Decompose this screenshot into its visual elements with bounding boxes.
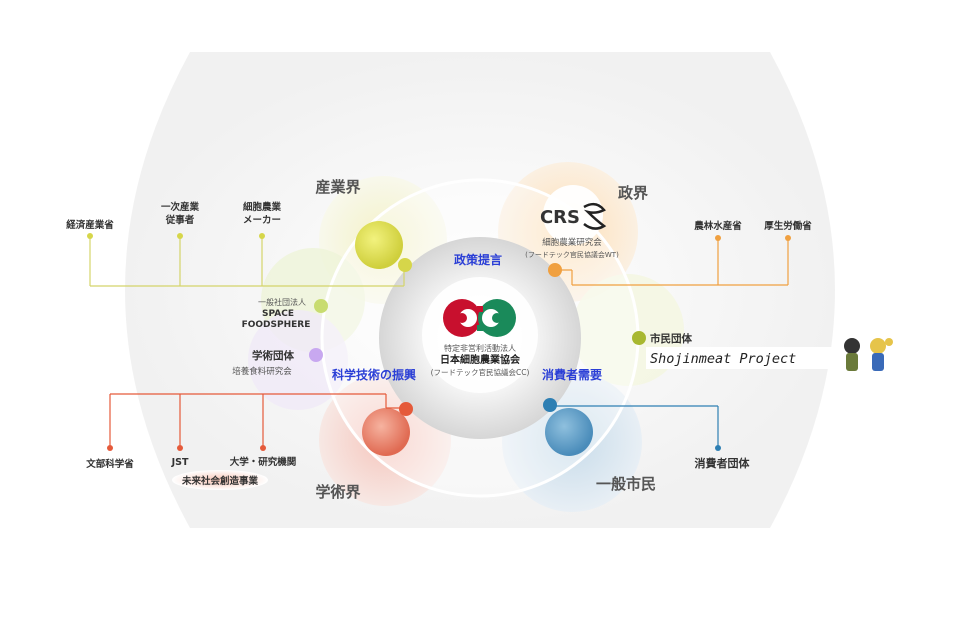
gov-node-2 [785,235,791,241]
gov-item-mhlw: 厚生労働省 [764,220,812,232]
shojinmeat-characters-icon [844,338,893,371]
consumer-hub-dot [543,398,557,412]
consumer-connectors [550,405,719,448]
industry-item-maker-line1: 細胞農業 [243,201,282,213]
space-line2: SPACE [262,309,294,319]
sector-academia: 学術界 [315,483,360,501]
crs-line1: 細胞農業研究会 [542,237,602,248]
citizen-dot [632,331,646,345]
industry-node-2 [177,233,183,239]
industry-connectors [89,236,405,287]
academia-node-2 [177,445,183,451]
jaca-logo [443,299,516,337]
jst-program-pill [172,470,268,490]
academic-group-title: 学術団体 [252,349,294,362]
government-hub-dot [548,263,562,277]
industry-hub-dot [398,258,412,272]
jst-program-label: 未来社会創造事業 [181,475,259,487]
industry-ball [355,221,403,269]
sector-government: 政界 [618,184,648,202]
center-org-line2: 日本細胞農業協会 [440,353,520,366]
space-line1: 一般社団法人 [258,297,306,307]
space-dot [314,299,328,313]
academia-ball [362,408,410,456]
gov-node-1 [715,235,721,241]
shojinmeat-banner[interactable] [646,347,832,369]
industry-item-primary-line1: 一次産業 [161,201,200,213]
shojinmeat-project-label[interactable]: Shojinmeat Project [650,351,796,367]
theme-consumer: 消費者需要 [542,367,602,382]
government-connectors [555,238,789,286]
gov-item-maff: 農林水産省 [694,220,742,232]
theme-policy: 政策提言 [454,252,502,267]
consumer-group-label: 消費者団体 [695,456,751,470]
crs-logo-bg [543,185,603,245]
industry-item-primary-line2: 従事者 [165,214,195,226]
public-ball [545,408,593,456]
industry-item-maker-line2: メーカー [243,215,281,226]
academia-node-3 [260,445,266,451]
academia-item-jst: JST [171,457,189,468]
academic-group-dot [309,348,323,362]
academia-hub-dot [399,402,413,416]
center-org-line1: 特定非営利活動法人 [444,343,516,353]
industry-item-meti: 経済産業省 [66,219,114,231]
crs-line2: (フードテック官民協議会WT) [525,250,619,259]
sector-industry: 産業界 [315,178,360,196]
industry-node-1 [87,233,93,239]
sector-public: 一般市民 [596,475,656,493]
academia-item-mext: 文部科学省 [85,458,134,470]
space-line3: FOODSPHERE [242,320,311,330]
theme-science: 科学技術の振興 [332,367,416,382]
academic-group-sub: 培養食料研究会 [232,366,292,377]
academia-node-1 [107,445,113,451]
consumer-node [715,445,721,451]
center-org-line3: (フードテック官民協議会CC) [431,367,530,377]
academia-connectors [109,393,405,448]
crs-logo-icon [583,202,607,230]
crs-logo: CRS [540,207,580,228]
industry-node-3 [259,233,265,239]
citizen-title: 市民団体 [650,332,692,345]
academia-item-univ: 大学・研究機関 [230,456,297,468]
